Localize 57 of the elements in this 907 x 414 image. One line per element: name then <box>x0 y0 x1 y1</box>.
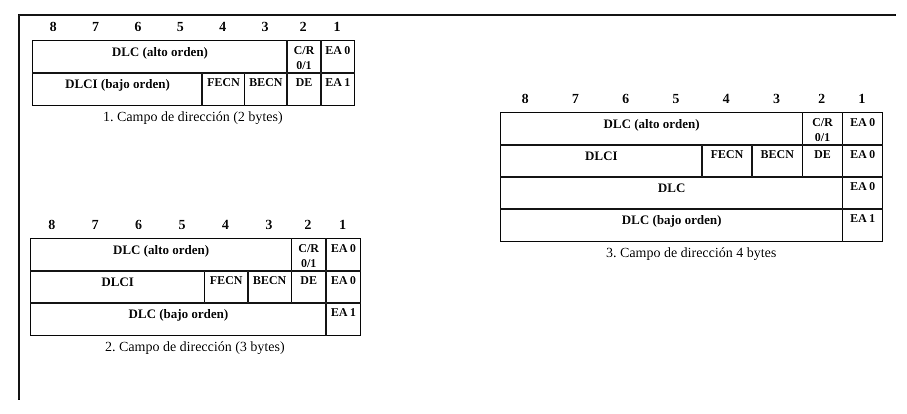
bit-field-cell: DLC <box>500 176 844 210</box>
bit-number: 4 <box>218 20 228 36</box>
bit-number: 3 <box>260 20 270 36</box>
bit-field-cell: C/R 0/1 <box>290 238 327 272</box>
bit-field-cell: FECN <box>201 72 246 106</box>
bit-field-cell: EA 1 <box>842 208 884 242</box>
bit-number: 8 <box>47 218 56 234</box>
bit-field-cell: DLCI (bajo orden) <box>32 72 203 106</box>
bit-number: 6 <box>621 92 630 108</box>
bit-field-cell: DLC (alto orden) <box>30 238 292 272</box>
bit-field-cell: DLC (alto orden) <box>500 112 804 146</box>
table-caption: 2. Campo de dirección (3 bytes) <box>105 340 285 356</box>
bit-number: 2 <box>303 218 312 234</box>
bit-number: 8 <box>48 20 58 36</box>
bit-field-cell: EA 0 <box>842 112 884 146</box>
table-caption: 1. Campo de dirección (2 bytes) <box>103 110 283 126</box>
bit-field-cell: DE <box>802 144 844 178</box>
bit-field-cell: C/R 0/1 <box>286 40 322 74</box>
bit-field-cell: DLCI <box>500 144 703 178</box>
bit-number: 8 <box>520 92 530 108</box>
bit-number: 5 <box>176 20 185 36</box>
bit-field-cell: DE <box>286 72 322 106</box>
bit-number: 2 <box>298 20 308 36</box>
bit-number: 7 <box>570 92 580 108</box>
bit-field-cell: EA 1 <box>320 72 356 106</box>
bit-number: 5 <box>671 92 680 108</box>
bit-field-cell: EA 1 <box>325 302 362 336</box>
bit-field-cell: EA 0 <box>320 40 356 74</box>
bit-number: 3 <box>772 92 781 108</box>
bit-field-cell: DLC (bajo orden) <box>30 302 327 336</box>
table-caption: 3. Campo de dirección 4 bytes <box>606 246 776 262</box>
bit-number: 4 <box>722 92 731 108</box>
bit-number: 1 <box>338 218 348 234</box>
bit-field-cell: BECN <box>751 144 804 178</box>
bit-field-cell: FECN <box>204 270 249 304</box>
bit-number: 6 <box>134 218 144 234</box>
bit-number: 2 <box>817 92 826 108</box>
bit-field-cell: EA 0 <box>842 144 884 178</box>
bit-field-cell: DLC (alto orden) <box>32 40 288 74</box>
bit-number: 7 <box>91 20 100 36</box>
bit-field-cell: EA 0 <box>325 270 362 304</box>
bit-number: 5 <box>177 218 186 234</box>
bit-field-cell: BECN <box>247 270 292 304</box>
bit-field-cell: BECN <box>244 72 288 106</box>
bit-number: 1 <box>332 20 342 36</box>
bit-number: 7 <box>90 218 100 234</box>
bit-number: 3 <box>264 218 274 234</box>
bit-field-cell: DE <box>290 270 327 304</box>
bit-field-cell: EA 0 <box>842 176 884 210</box>
bit-number: 6 <box>133 20 142 36</box>
bit-field-cell: DLCI <box>30 270 206 304</box>
bit-number: 4 <box>220 218 230 234</box>
bit-field-cell: FECN <box>701 144 753 178</box>
bit-field-cell: EA 0 <box>325 238 362 272</box>
bit-field-cell: C/R 0/1 <box>802 112 844 146</box>
bit-field-cell: DLC (bajo orden) <box>500 208 844 242</box>
bit-number: 1 <box>857 92 866 108</box>
